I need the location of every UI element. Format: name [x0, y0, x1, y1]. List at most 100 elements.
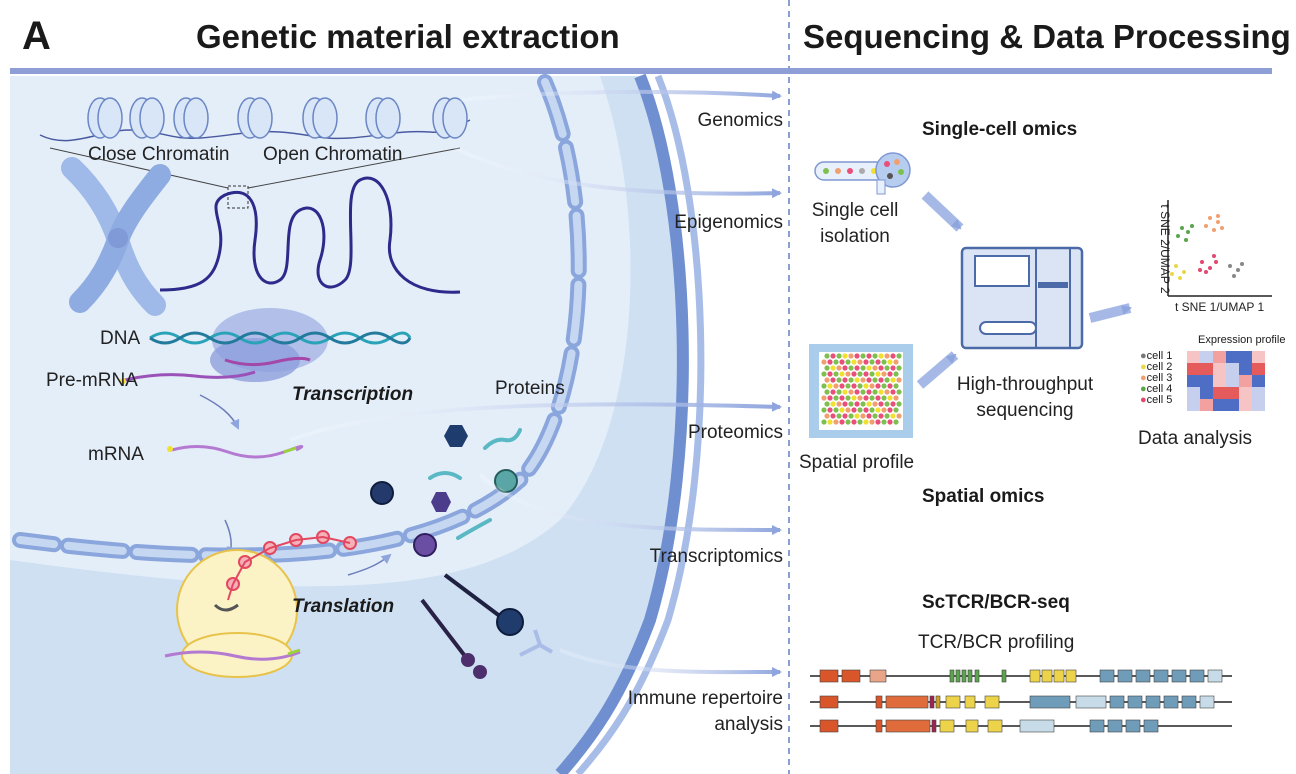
spatial-spot	[854, 413, 860, 419]
spatial-spot	[863, 419, 869, 425]
single-cell-device	[814, 152, 964, 232]
heatmap-cell	[1252, 351, 1265, 363]
spatial-spot	[866, 401, 872, 407]
tsne-point	[1232, 274, 1236, 278]
gene-segment	[1117, 669, 1133, 683]
spatial-spot	[830, 365, 836, 371]
close-chromatin-label: Close Chromatin	[88, 144, 230, 165]
spatial-spot	[875, 371, 881, 377]
spatial-spot	[839, 359, 845, 365]
gene-segment	[935, 695, 941, 709]
gene-segment	[1089, 719, 1105, 733]
spatial-spot	[821, 395, 827, 401]
spatial-spot	[848, 401, 854, 407]
spatial-spot	[869, 407, 875, 413]
spatial-omics-title: Spatial omics	[922, 486, 1045, 507]
tsne-y-axis-label: t SNE 2/UMAP 2	[1158, 204, 1172, 294]
cell-legend-item: ●cell 2	[1140, 361, 1173, 373]
spatial-spot	[833, 395, 839, 401]
transcriptomics-label: Transcriptomics	[649, 546, 783, 567]
spatial-spot	[881, 371, 887, 377]
spatial-spot	[890, 353, 896, 359]
spatial-spot	[887, 359, 893, 365]
spatial-spot	[830, 413, 836, 419]
spatial-spot	[884, 365, 890, 371]
epigenomics-label: Epigenomics	[674, 212, 783, 233]
spatial-spot	[866, 413, 872, 419]
gene-segment	[1099, 669, 1115, 683]
gene-segment	[987, 719, 1003, 733]
cell-legend-item: ●cell 5	[1140, 394, 1173, 406]
spatial-spot	[857, 395, 863, 401]
spatial-spot	[833, 407, 839, 413]
single-cell-omics-title: Single-cell omics	[922, 119, 1078, 140]
gene-segment	[931, 719, 937, 733]
spatial-spot	[893, 371, 899, 377]
heatmap-cell	[1187, 375, 1200, 387]
spatial-spot	[848, 377, 854, 383]
spatial-spot	[887, 371, 893, 377]
gene-segment	[1029, 669, 1041, 683]
spatial-spot	[848, 413, 854, 419]
gene-segment	[1163, 695, 1179, 709]
spatial-spot	[845, 419, 851, 425]
sctcr-bcr-seq-title: ScTCR/BCR-seq	[922, 592, 1070, 613]
cell-legend-item: ●cell 1	[1140, 350, 1173, 362]
spatial-spot	[842, 377, 848, 383]
spatial-spot	[893, 359, 899, 365]
spatial-spot	[866, 353, 872, 359]
spatial-spot	[890, 413, 896, 419]
spatial-spot	[857, 359, 863, 365]
heatmap-cell	[1226, 363, 1239, 375]
tsne-point	[1214, 260, 1218, 264]
tsne-point	[1228, 264, 1232, 268]
spatial-spot	[872, 353, 878, 359]
spatial-spot	[890, 401, 896, 407]
spatial-spot	[848, 365, 854, 371]
spatial-spot	[836, 413, 842, 419]
cell-legend: ●cell 1 ●cell 2 ●cell 3 ●cell 4 ●cell 5	[1140, 351, 1172, 406]
spatial-spot	[842, 401, 848, 407]
gene-segment	[964, 695, 976, 709]
gene-segment	[875, 719, 883, 733]
spatial-spot	[893, 419, 899, 425]
tsne-point	[1186, 230, 1190, 234]
spatial-spot	[866, 389, 872, 395]
gene-segment	[1171, 669, 1187, 683]
transcription-label: Transcription	[292, 384, 414, 405]
spatial-spot	[857, 419, 863, 425]
gene-segment	[984, 695, 1000, 709]
single-cell-isolation-line2: isolation	[820, 226, 890, 247]
spatial-spot	[878, 401, 884, 407]
spatial-spot	[845, 407, 851, 413]
heatmap-cell	[1200, 399, 1213, 411]
spatial-spot	[842, 353, 848, 359]
spatial-spot	[821, 407, 827, 413]
tsne-point	[1236, 268, 1240, 272]
spatial-spot	[848, 353, 854, 359]
single-cell-isolation-line1: Single cell	[811, 200, 899, 221]
gene-segment	[1181, 695, 1197, 709]
gene-segment	[1107, 719, 1123, 733]
spatial-spot	[851, 383, 857, 389]
spatial-spot	[824, 377, 830, 383]
cell	[10, 73, 705, 774]
spatial-spot	[875, 419, 881, 425]
sequencer	[960, 246, 1132, 350]
spatial-spot	[851, 419, 857, 425]
spatial-spot	[842, 365, 848, 371]
spatial-spot	[845, 395, 851, 401]
heatmap-cell	[1239, 387, 1252, 399]
tsne-point	[1212, 254, 1216, 258]
spatial-spot	[863, 359, 869, 365]
tsne-point	[1212, 228, 1216, 232]
tsne-point	[1200, 260, 1204, 264]
translation-label: Translation	[292, 596, 395, 617]
heatmap-cell	[1252, 375, 1265, 387]
spatial-spot	[860, 413, 866, 419]
heatmap-cell	[1226, 387, 1239, 399]
heatmap-cell	[1226, 375, 1239, 387]
tsne-point	[1204, 224, 1208, 228]
tsne-point	[1176, 234, 1180, 238]
